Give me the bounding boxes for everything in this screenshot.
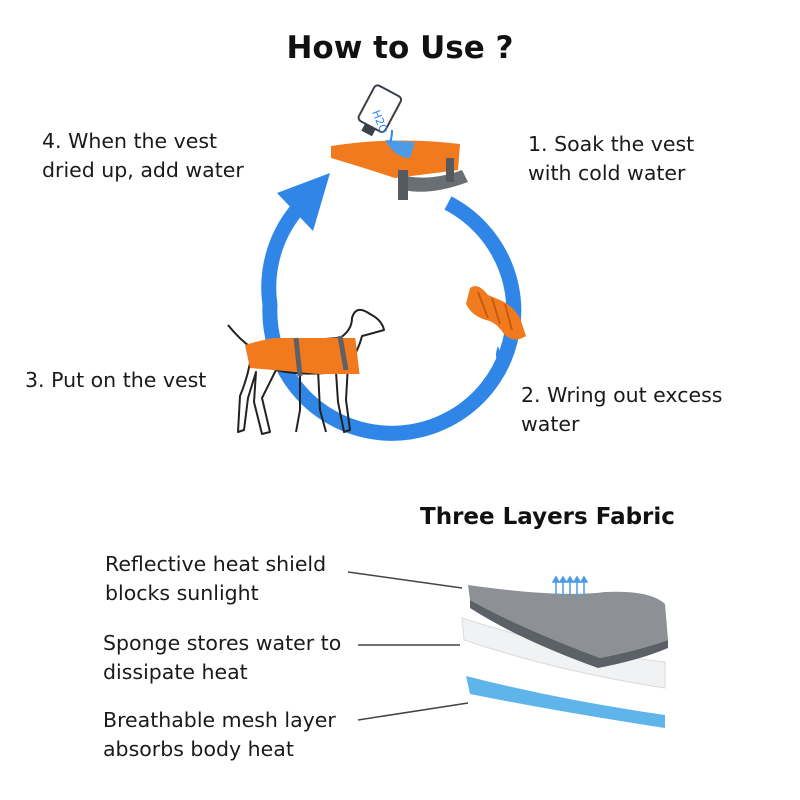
soak-vest-illustration: H2O (331, 84, 468, 200)
leader-line-mesh (357, 702, 469, 721)
page-title: How to Use ? (286, 30, 514, 66)
layer-mesh-label: Breathable mesh layer absorbs body heat (103, 708, 336, 761)
dog-with-vest-illustration (227, 308, 385, 435)
step-3-label: 3. Put on the vest (25, 368, 207, 392)
water-bottle-icon (357, 84, 403, 137)
cycle-arrowhead (277, 173, 330, 231)
heat-arrows-icon (551, 575, 589, 596)
water-drop-icon (496, 346, 500, 362)
shield-layer (468, 585, 668, 658)
step-4-label: 4. When the vest dried up, add water (42, 129, 244, 182)
mesh-layer (466, 676, 665, 728)
step-2-label: 2. Wring out excess water (521, 383, 723, 436)
cycle-arrow (261, 173, 522, 441)
fabric-layers-illustration (347, 571, 668, 728)
layer-sponge-label: Sponge stores water to dissipate heat (103, 631, 342, 684)
wring-vest-illustration (466, 286, 526, 362)
layer-shield-label: Reflective heat shield blocks sunlight (105, 552, 327, 605)
leader-line-shield (347, 571, 463, 589)
step-1-label: 1. Soak the vest with cold water (528, 132, 695, 185)
fabric-title: Three Layers Fabric (420, 504, 675, 530)
